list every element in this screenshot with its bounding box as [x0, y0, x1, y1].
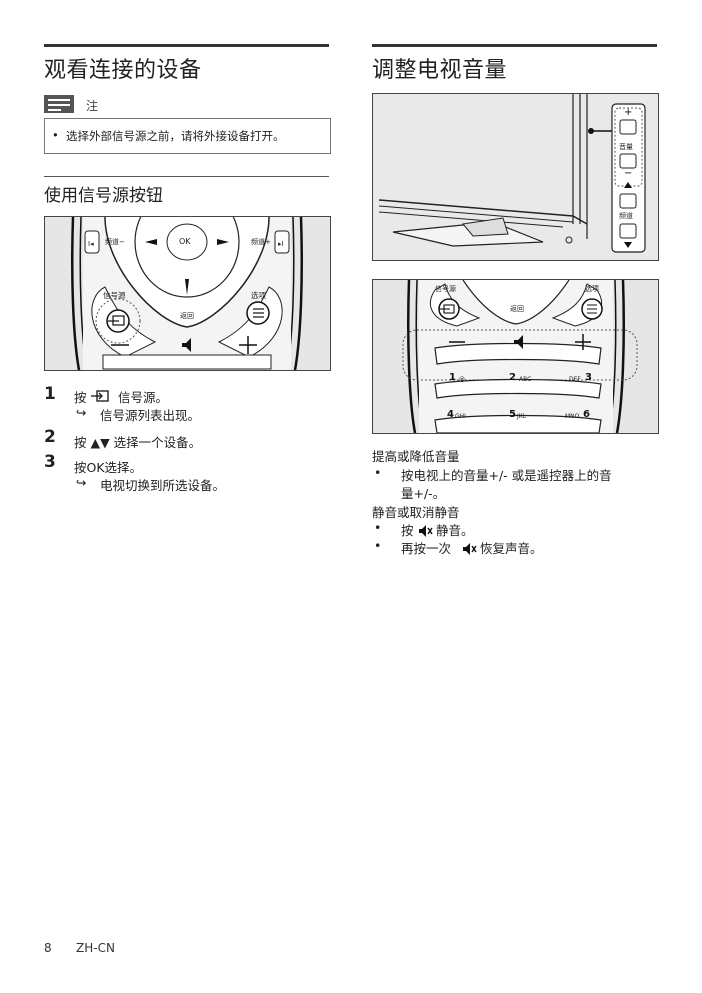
page-language: ZH-CN	[76, 941, 115, 955]
volume-bullet-1-line2: 量+/-。	[401, 486, 446, 501]
section-title-source: 使用信号源按钮	[44, 186, 163, 206]
remote-key-6: 6	[583, 409, 590, 420]
remote-figure-source: I◂ ▸I 频道− 频道+ OK 信号源 返回 选项	[44, 216, 331, 371]
step-3-result: 电视切换到所选设备。	[100, 478, 226, 493]
remote-key-2-sub: ABC	[519, 376, 532, 383]
remote-next-label: 频道+	[251, 238, 271, 246]
step-1-number: 1	[44, 384, 56, 404]
remote-key-2: 2	[509, 372, 516, 383]
volume-bullet-3-suffix: 恢复声音。	[480, 541, 543, 556]
remote-back-label: 返回	[180, 312, 194, 320]
volume-bullet-2-mark: •	[374, 520, 382, 535]
remote-key-4: 4	[447, 409, 454, 420]
volume-bullet-2-suffix: 静音。	[436, 523, 474, 538]
remote-key-5: 5	[509, 409, 516, 420]
step-1-prefix: 按	[74, 390, 87, 405]
remote-vol-back-label: 返回	[510, 305, 524, 313]
mute-icon-2	[463, 540, 477, 555]
step-3-arrow: ↪	[76, 475, 87, 490]
svg-text:I◂: I◂	[88, 240, 94, 248]
step-2-number: 2	[44, 427, 56, 447]
remote-key-1: 1	[449, 372, 456, 383]
volume-para-2: 静音或取消静音	[372, 505, 460, 520]
page-number: 8	[44, 941, 52, 955]
step-3-text: 按OK选择。	[74, 460, 143, 475]
volume-para-1: 提高或降低音量	[372, 449, 460, 464]
note-label: 注	[86, 99, 99, 113]
right-title-rule	[372, 44, 657, 47]
volume-bullet-3-mark: •	[374, 538, 382, 553]
remote-key-5-sub: JKL	[517, 413, 527, 420]
step-1-result: 信号源列表出现。	[100, 408, 201, 423]
tv-panel-volume-label: 音量	[619, 143, 633, 151]
page-title-left: 观看连接的设备	[44, 58, 202, 83]
volume-bullet-3-prefix: 再按一次	[401, 541, 452, 556]
note-bullet: •	[52, 128, 59, 142]
step-1-suffix: 信号源。	[118, 390, 169, 405]
tv-figure: + 音量 − 频道	[372, 93, 659, 261]
tv-panel-channel-label: 频道	[619, 212, 633, 220]
section-rule	[44, 176, 329, 177]
tv-panel-plus: +	[624, 107, 633, 118]
remote-key-1-sub: .@	[457, 376, 465, 383]
step-3-number: 3	[44, 452, 56, 472]
step-1-arrow: ↪	[76, 405, 87, 420]
remote-key-3-sub: DEF	[569, 376, 581, 383]
page-title-right: 调整电视音量	[372, 58, 508, 83]
note-text: 选择外部信号源之前，请将外接设备打开。	[66, 129, 285, 143]
remote-ok-label: OK	[179, 237, 191, 246]
remote-key-6-sub: MNO	[565, 413, 580, 420]
svg-text:▸I: ▸I	[278, 240, 284, 248]
source-icon	[91, 388, 109, 402]
remote-figure-volume: 信号源 返回 选项 1 .@ 2 ABC DEF 3 4 GHI 5 JKL M…	[372, 279, 659, 434]
remote-key-4-sub: GHI	[455, 413, 466, 420]
remote-key-3: 3	[585, 372, 592, 383]
note-box	[44, 118, 331, 154]
volume-bullet-2-prefix: 按	[401, 523, 414, 538]
remote-options-label: 选项	[251, 291, 266, 300]
remote-prev-label: 频道−	[105, 238, 125, 246]
step-2-text: 按 ▲▼ 选择一个设备。	[74, 435, 202, 450]
mute-icon	[419, 522, 433, 537]
tv-panel-minus: −	[624, 168, 633, 179]
left-title-rule	[44, 44, 329, 47]
remote-vol-options-label: 选项	[585, 285, 599, 293]
volume-bullet-1-line1: 按电视上的音量+/- 或是遥控器上的音	[401, 468, 612, 483]
note-icon	[44, 95, 74, 113]
volume-bullet-1-mark: •	[374, 465, 382, 480]
remote-vol-source-label: 信号源	[435, 285, 456, 293]
remote-source-label: 信号源	[103, 291, 126, 300]
